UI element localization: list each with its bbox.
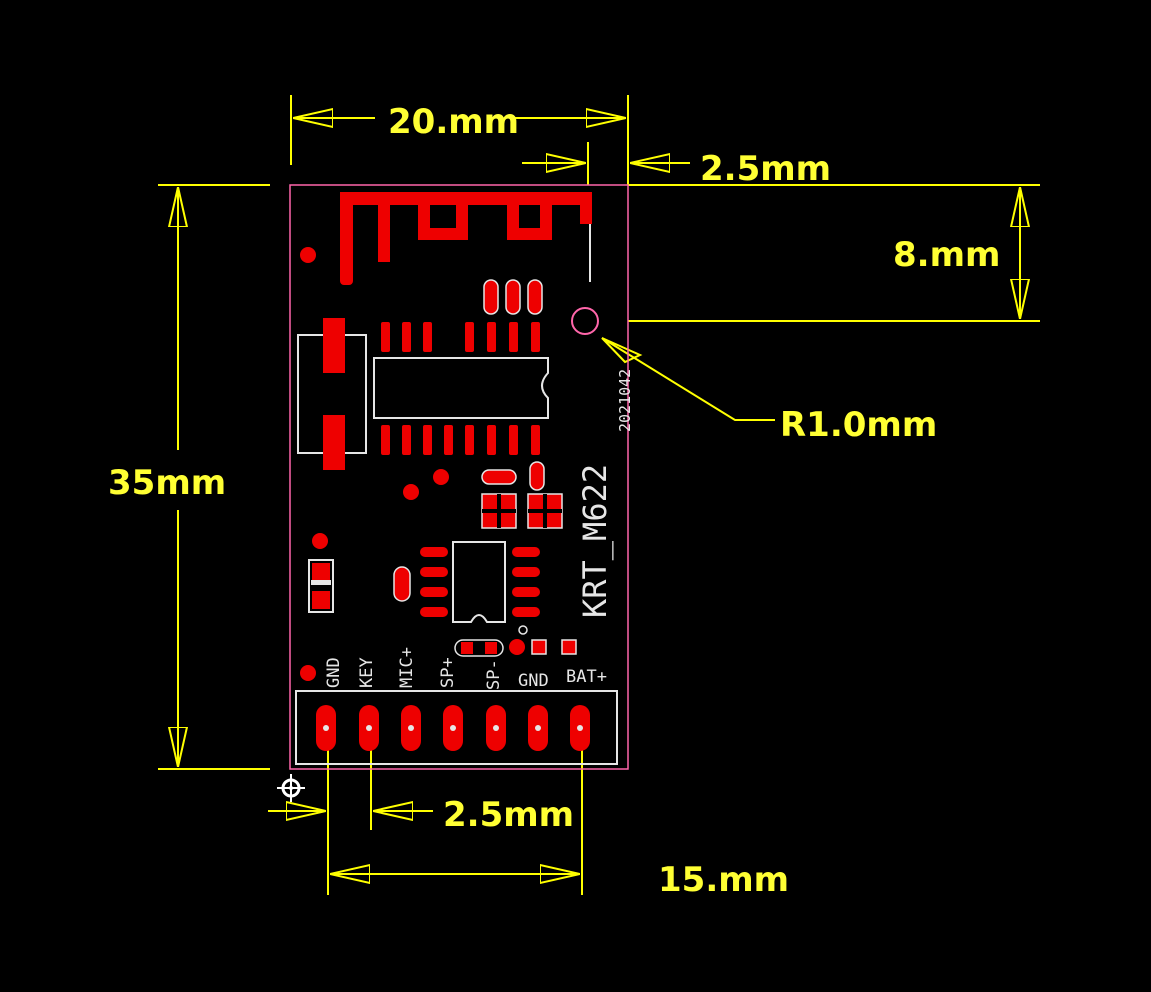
diode-pad-top — [312, 563, 330, 581]
jumper-pad-1 — [461, 642, 473, 654]
dimension-lines — [158, 95, 1040, 895]
antenna-trace — [340, 192, 592, 285]
pin-label-2: KEY — [357, 657, 377, 688]
pad-small-1 — [531, 639, 547, 655]
connector-frame — [295, 690, 618, 765]
pin1-marker — [518, 625, 528, 635]
radius-leader — [601, 337, 775, 421]
pin-label-7: BAT+ — [566, 667, 607, 687]
jumper-outline — [454, 639, 504, 657]
ic1-pins-top — [381, 322, 540, 352]
components — [297, 247, 577, 681]
via-top-left — [300, 247, 316, 263]
ic1-pins-bottom — [381, 425, 540, 455]
pad-small-2 — [561, 639, 577, 655]
pin-label-5: SP- — [484, 659, 504, 690]
ic2-outline — [452, 541, 506, 623]
antenna-offset-label: 2.5mm — [700, 149, 831, 189]
date-code: 2021042 — [616, 369, 634, 432]
left-part-pad-bottom — [323, 415, 345, 470]
origin-marker-icon — [277, 774, 305, 802]
via-bottom-left — [300, 665, 316, 681]
passive-gaps — [482, 494, 562, 528]
oval-pad-left — [393, 566, 411, 602]
pin-label-1: GND — [324, 657, 344, 688]
pin-pitch-label: 2.5mm — [443, 795, 574, 835]
via-left — [312, 533, 328, 549]
oval-pads-top — [483, 279, 543, 315]
ic1-outline — [373, 357, 549, 419]
pin-label-3: MIC+ — [397, 647, 417, 688]
header-pin-holes — [323, 725, 583, 731]
height-label: 35mm — [108, 463, 226, 503]
width-label: 20.mm — [388, 102, 519, 142]
board-outline — [289, 184, 629, 770]
diode-band — [311, 580, 331, 585]
jumper-pad-2 — [485, 642, 497, 654]
pin-label-4: SP+ — [438, 657, 458, 688]
mounting-hole — [571, 307, 599, 335]
part-name: KRT_M622 — [576, 464, 614, 618]
ic2-pins-left — [420, 547, 448, 617]
hole-offset-label: 8.mm — [893, 235, 1000, 275]
via-mid-1 — [433, 469, 449, 485]
dimension-labels: 20.mm 2.5mm 8.mm 35mm R1.0mm 2.5mm 15.mm — [108, 102, 1000, 900]
diode-pad-bottom — [312, 591, 330, 609]
radius-leader-arrow — [601, 337, 643, 364]
pin-span-label: 15.mm — [658, 860, 789, 900]
left-part-pad-top — [323, 318, 345, 373]
ic2-pins-right — [512, 547, 540, 617]
passive-cluster — [481, 461, 563, 529]
pin-labels: GND KEY MIC+ SP+ SP- GND BAT+ — [324, 647, 607, 691]
pin-label-6: GND — [518, 671, 549, 691]
diode-outline — [308, 559, 334, 613]
via-bottom-1 — [509, 639, 525, 655]
via-mid-2 — [403, 484, 419, 500]
hole-radius-label: R1.0mm — [780, 405, 937, 445]
